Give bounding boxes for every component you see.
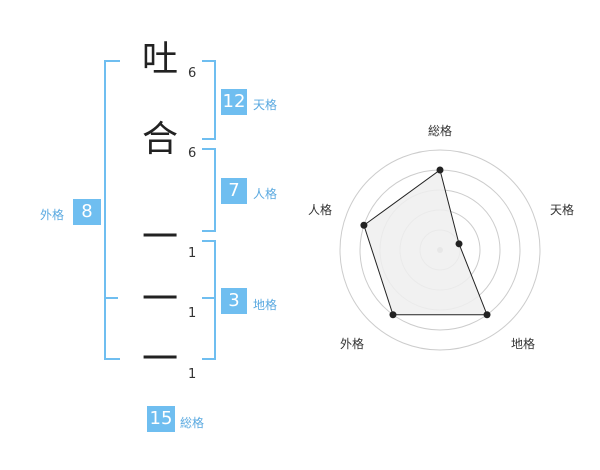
tenkaku-bracket (202, 60, 216, 140)
name-char-1: 吐 (141, 39, 178, 80)
gaikaku-bracket-tick (104, 297, 118, 299)
name-char-4: 一 (141, 279, 178, 320)
gaikaku-label: 外格 (40, 208, 65, 222)
radar-point-5 (360, 221, 368, 229)
radar-point-2 (455, 240, 463, 248)
radar-point-1 (436, 166, 444, 174)
name-char-2: 合 (141, 119, 178, 160)
jinkaku-label: 人格 (253, 187, 278, 201)
stroke-count-4: 1 (188, 306, 197, 321)
radar-label-gaikaku: 外格 (339, 337, 364, 351)
soukaku-label: 総格 (180, 416, 205, 430)
stroke-count-5: 1 (188, 367, 197, 382)
radar-point-4 (389, 311, 397, 319)
stroke-count-1: 6 (188, 66, 197, 81)
chikaku-bracket-tick (202, 297, 214, 299)
chikaku-label: 地格 (253, 298, 278, 312)
soukaku-value: 15 (147, 406, 175, 432)
name-char-5: 一 (141, 339, 178, 380)
tenkaku-label: 天格 (253, 98, 278, 112)
gaikaku-value: 8 (73, 199, 101, 225)
radar-polygon (363, 169, 488, 316)
jinkaku-bracket (202, 148, 216, 232)
tenkaku-value: 12 (221, 89, 247, 115)
chikaku-bracket (202, 240, 216, 360)
name-char-3: 一 (141, 217, 178, 258)
gaikaku-bracket (104, 60, 120, 360)
radar-grid-ring (339, 149, 541, 351)
radar-label-chikaku: 地格 (510, 337, 535, 351)
radar-label-jinkaku: 人格 (307, 203, 332, 217)
radar-points (360, 166, 491, 319)
chikaku-value: 3 (221, 288, 247, 314)
radar-label-soukaku: 総格 (427, 124, 452, 138)
radar-label-tenkaku: 天格 (549, 203, 574, 217)
stroke-count-3: 1 (188, 246, 197, 261)
stroke-count-2: 6 (188, 146, 197, 161)
radar-point-3 (483, 311, 491, 319)
jinkaku-value: 7 (221, 178, 247, 204)
